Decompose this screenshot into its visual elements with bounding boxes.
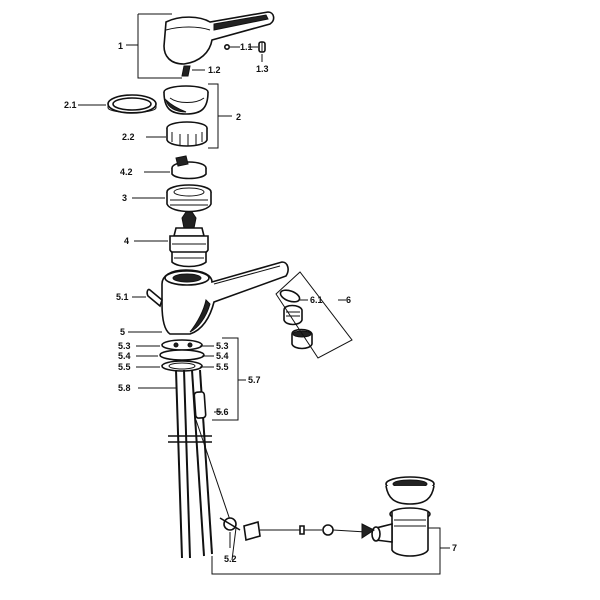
leader-2 [208, 83, 232, 149]
hose-break-mark [168, 435, 212, 443]
handle-screw [224, 43, 231, 50]
label-5-5-left: 5.5 [118, 362, 131, 372]
leader-1 [126, 13, 182, 79]
pop-up-rod [195, 419, 237, 561]
label-6-1: 6.1 [310, 295, 323, 305]
pop-up-waste-7 [371, 476, 435, 557]
label-2: 2 [236, 112, 241, 122]
pop-up-knob-5-1 [146, 288, 163, 308]
washer-5-3 [161, 339, 203, 351]
label-5: 5 [120, 327, 125, 337]
fitting-5-6 [193, 391, 207, 419]
label-3: 3 [122, 193, 127, 203]
label-5-3-right: 5.3 [216, 341, 229, 351]
label-5-7: 5.7 [248, 375, 261, 385]
leader-5-7 [212, 337, 246, 421]
leader-6-box [275, 271, 353, 359]
label-5-4-right: 5.4 [216, 351, 229, 361]
collar-2-2 [166, 121, 208, 147]
label-5-4-left: 5.4 [118, 351, 131, 361]
leader-washers-left [136, 345, 160, 368]
label-2-1: 2.1 [64, 100, 77, 110]
label-5-8: 5.8 [118, 383, 131, 393]
leader-7 [211, 527, 450, 575]
nut-3 [166, 184, 212, 213]
washer-5-5 [161, 360, 203, 372]
mixer-body-5 [161, 261, 289, 335]
clip-ring-4-2 [171, 155, 207, 180]
cartridge-4 [169, 211, 209, 268]
label-4: 4 [124, 236, 129, 246]
label-5-3-left: 5.3 [118, 341, 131, 351]
aerator-6-1 [279, 289, 313, 350]
label-1-3: 1.3 [256, 64, 269, 74]
lever-handle [163, 11, 275, 65]
label-1-2: 1.2 [208, 65, 221, 75]
leader-washers-right [200, 345, 214, 368]
label-5-2: 5.2 [224, 554, 237, 564]
handle-pin [181, 65, 191, 77]
label-1-1: 1.1 [240, 42, 253, 52]
label-5-6: 5.6 [216, 407, 229, 417]
label-2-2: 2.2 [122, 132, 135, 142]
cover-ring-2-1 [107, 94, 157, 114]
label-7: 7 [452, 543, 457, 553]
label-5-5-right: 5.5 [216, 362, 229, 372]
clamp-5-2 [219, 517, 241, 531]
label-4-2: 4.2 [120, 167, 133, 177]
washer-5-4 [159, 349, 205, 361]
handle-cap [258, 41, 266, 53]
label-1: 1 [118, 41, 123, 51]
label-5-1: 5.1 [116, 292, 129, 302]
waste-connector [243, 520, 375, 542]
dome-cover [163, 85, 209, 115]
label-6: 6 [346, 295, 351, 305]
